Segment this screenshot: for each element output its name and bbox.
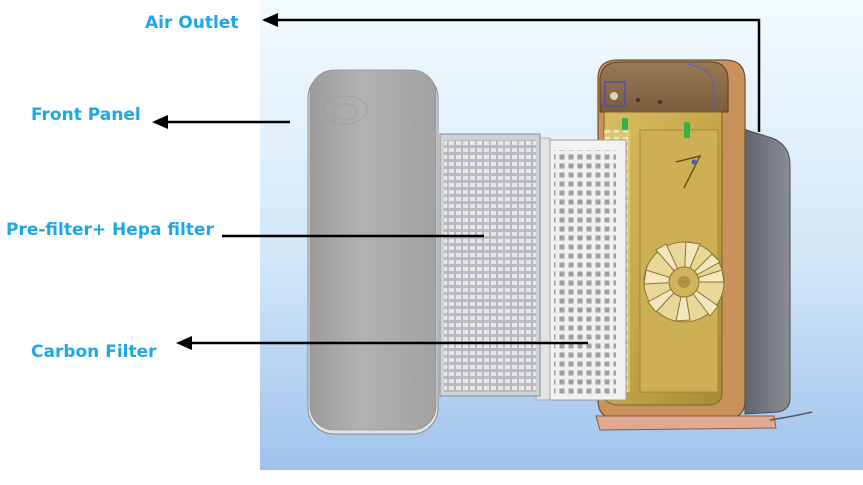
carbon-filter-arrowhead xyxy=(176,336,192,350)
air-outlet-arrowhead xyxy=(262,13,278,27)
carbon-filter-label: Carbon Filter xyxy=(31,342,157,362)
top-screw-1 xyxy=(636,98,640,102)
top-edge-highlight xyxy=(687,63,715,108)
control-board xyxy=(604,81,626,107)
power-cable xyxy=(769,411,813,421)
front-panel-label: Front Panel xyxy=(31,105,141,125)
sensor-dot xyxy=(691,159,697,165)
sensor-bracket xyxy=(675,154,702,189)
base-stand xyxy=(595,415,777,431)
air-outlet-leader xyxy=(276,18,761,132)
front-panel-arrowhead xyxy=(152,115,168,129)
housing-side xyxy=(739,127,791,415)
clip-right xyxy=(684,122,690,138)
housing-top xyxy=(599,61,729,113)
front-panel xyxy=(307,69,439,435)
pre-hepa-filter-label: Pre-filter+ Hepa filter xyxy=(6,220,214,240)
air-outlet-label: Air Outlet xyxy=(145,13,239,33)
carbon-filter-mesh xyxy=(554,150,616,396)
hepa-filter-pleats xyxy=(444,140,536,392)
top-knob xyxy=(610,92,618,100)
fan xyxy=(643,241,725,323)
top-screw-2 xyxy=(658,100,662,104)
